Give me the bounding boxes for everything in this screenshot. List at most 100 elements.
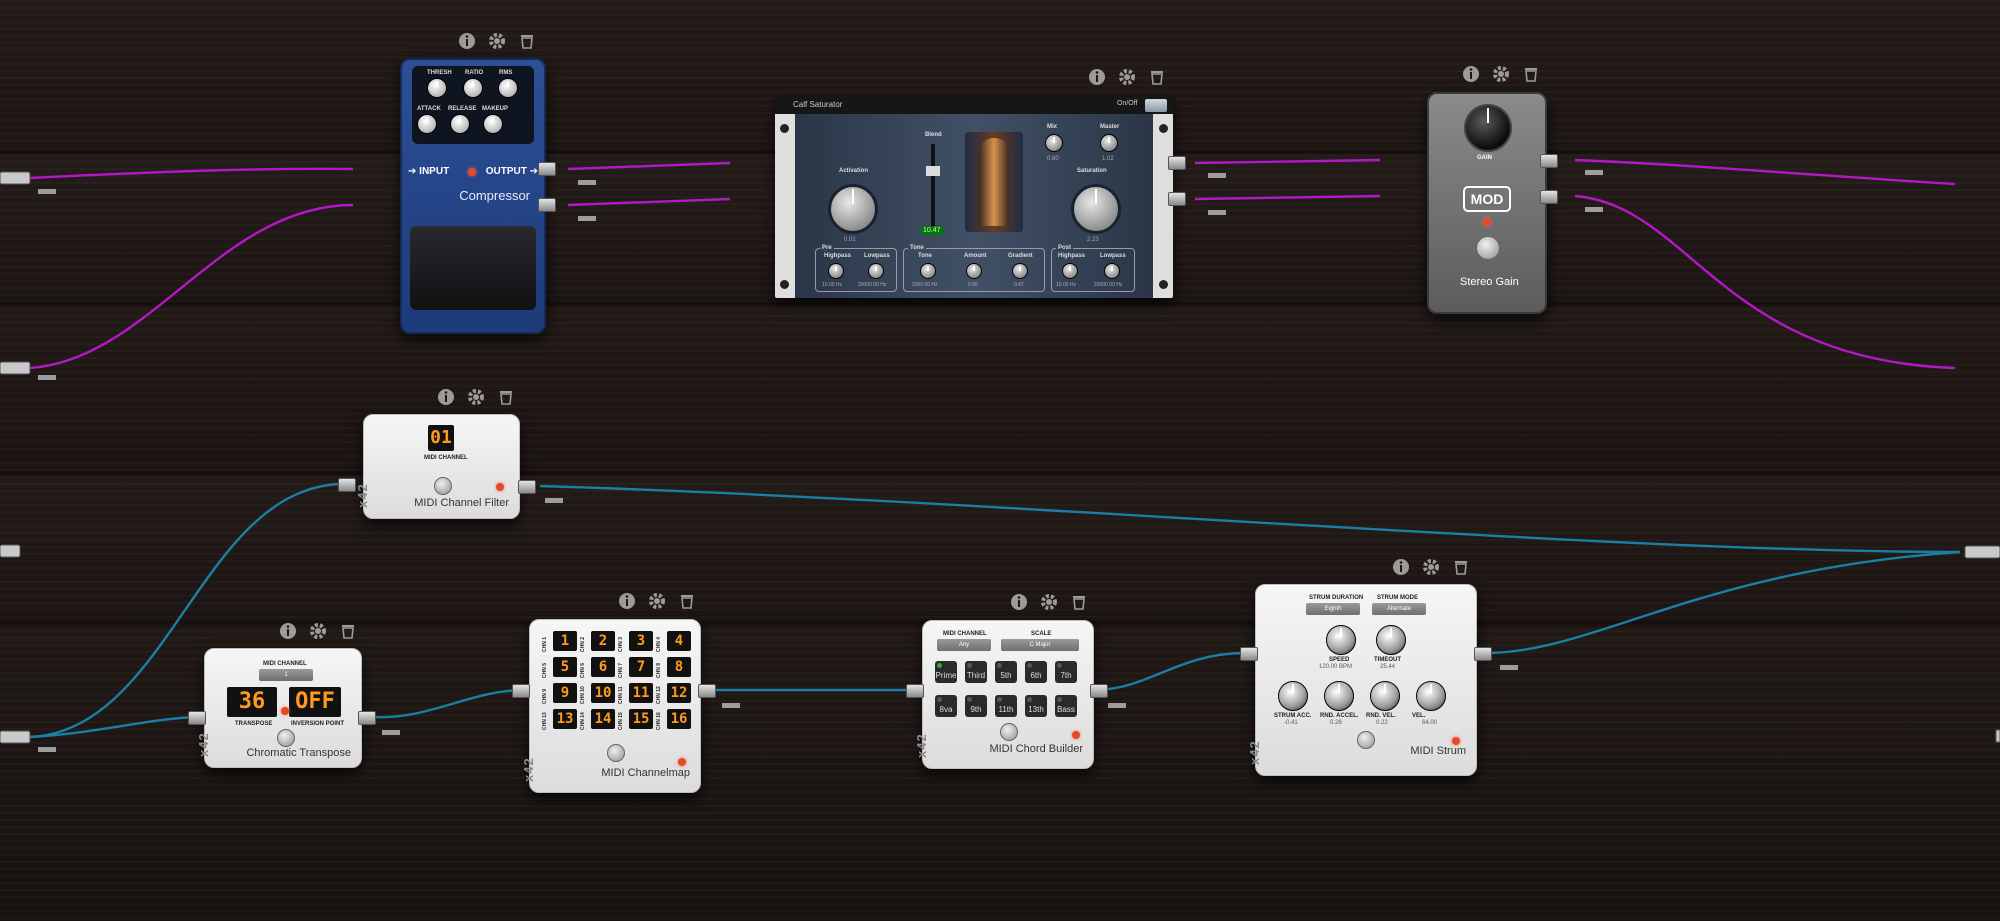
chord-interval-button[interactable]: 7th xyxy=(1055,661,1077,683)
strum-param-knob[interactable] xyxy=(1370,681,1400,711)
activation-knob[interactable] xyxy=(828,184,878,234)
trash-icon[interactable] xyxy=(1450,556,1472,578)
midi-jack[interactable] xyxy=(512,684,530,698)
settings-icon[interactable] xyxy=(1420,556,1442,578)
channel-value-display[interactable]: 13 xyxy=(553,709,577,729)
trash-icon[interactable] xyxy=(1146,66,1168,88)
chord-interval-button[interactable]: 13th xyxy=(1025,695,1047,717)
settings-icon[interactable] xyxy=(646,590,668,612)
makeup-knob[interactable] xyxy=(483,114,503,134)
audio-jack[interactable] xyxy=(1168,156,1186,170)
amount-knob[interactable] xyxy=(966,263,982,279)
midi-jack[interactable] xyxy=(358,711,376,725)
stereo-gain-pedal[interactable]: GAIN MOD Stereo Gain xyxy=(1427,92,1547,314)
trash-icon[interactable] xyxy=(1520,63,1542,85)
trash-icon[interactable] xyxy=(337,620,359,642)
channel-select[interactable]: 1 xyxy=(259,669,313,681)
settings-icon[interactable] xyxy=(1490,63,1512,85)
chord-interval-button[interactable]: 9th xyxy=(965,695,987,717)
onoff-switch[interactable] xyxy=(1145,99,1167,112)
info-icon[interactable] xyxy=(456,30,478,52)
compressor-pedal[interactable]: THRESH RATIO RMS ATTACK RELEASE MAKEUP ➔… xyxy=(400,58,546,334)
timeout-knob[interactable] xyxy=(1376,625,1406,655)
trash-icon[interactable] xyxy=(495,386,517,408)
chord-interval-button[interactable]: 6th xyxy=(1025,661,1047,683)
info-icon[interactable] xyxy=(616,590,638,612)
midi-jack[interactable] xyxy=(518,480,536,494)
settings-icon[interactable] xyxy=(1038,591,1060,613)
settings-icon[interactable] xyxy=(465,386,487,408)
audio-jack[interactable] xyxy=(1540,190,1558,204)
mode-select[interactable]: Alternate xyxy=(1372,603,1426,615)
post-lowpass-knob[interactable] xyxy=(1104,263,1120,279)
midi-jack[interactable] xyxy=(906,684,924,698)
info-icon[interactable] xyxy=(277,620,299,642)
footswitch[interactable] xyxy=(1000,723,1018,741)
saturator-plugin[interactable]: Calf Saturator On/Off Activation 0.01 Bl… xyxy=(775,96,1173,298)
midi-jack[interactable] xyxy=(1090,684,1108,698)
scale-select[interactable]: C Major xyxy=(1001,639,1079,651)
channel-value-display[interactable]: 9 xyxy=(553,683,577,703)
info-icon[interactable] xyxy=(1390,556,1412,578)
chord-interval-button[interactable]: Third xyxy=(965,661,987,683)
strum-param-knob[interactable] xyxy=(1324,681,1354,711)
info-icon[interactable] xyxy=(1008,591,1030,613)
channel-value-display[interactable]: 12 xyxy=(667,683,691,703)
footswitch[interactable] xyxy=(434,477,452,495)
chord-interval-button[interactable]: 11th xyxy=(995,695,1017,717)
transpose-display[interactable]: 36 xyxy=(227,687,277,717)
settings-icon[interactable] xyxy=(486,30,508,52)
release-knob[interactable] xyxy=(450,114,470,134)
post-highpass-knob[interactable] xyxy=(1062,263,1078,279)
trash-icon[interactable] xyxy=(676,590,698,612)
blend-slider[interactable] xyxy=(926,144,940,226)
ratio-knob[interactable] xyxy=(463,78,483,98)
footswitch[interactable] xyxy=(277,729,295,747)
channel-display[interactable]: 01 xyxy=(428,425,454,451)
footswitch[interactable]: INVADA xyxy=(410,226,536,310)
info-icon[interactable] xyxy=(1086,66,1108,88)
channel-value-display[interactable]: 16 xyxy=(667,709,691,729)
footswitch[interactable] xyxy=(1476,236,1500,260)
strum-param-knob[interactable] xyxy=(1416,681,1446,711)
midi-jack[interactable] xyxy=(1474,647,1492,661)
audio-jack[interactable] xyxy=(538,198,556,212)
strum-param-knob[interactable] xyxy=(1278,681,1308,711)
channel-value-display[interactable]: 5 xyxy=(553,657,577,677)
channel-value-display[interactable]: 14 xyxy=(591,709,615,729)
channel-value-display[interactable]: 15 xyxy=(629,709,653,729)
channel-filter-pedal[interactable]: 01 MIDI CHANNEL x42 MIDI Channel Filter xyxy=(355,414,520,519)
chord-pedal[interactable]: MIDI CHANNEL Any SCALE C Major x42 MIDI … xyxy=(914,620,1094,769)
channel-value-display[interactable]: 11 xyxy=(629,683,653,703)
attack-knob[interactable] xyxy=(417,114,437,134)
midi-jack[interactable] xyxy=(338,478,356,492)
duration-select[interactable]: Eighth xyxy=(1306,603,1360,615)
audio-jack[interactable] xyxy=(1168,192,1186,206)
mix-knob[interactable] xyxy=(1045,134,1063,152)
audio-jack[interactable] xyxy=(1540,154,1558,168)
info-icon[interactable] xyxy=(1460,63,1482,85)
chord-interval-button[interactable]: 8va xyxy=(935,695,957,717)
gradient-knob[interactable] xyxy=(1012,263,1028,279)
channel-value-display[interactable]: 10 xyxy=(591,683,615,703)
speed-knob[interactable] xyxy=(1326,625,1356,655)
midi-jack[interactable] xyxy=(698,684,716,698)
channel-value-display[interactable]: 8 xyxy=(667,657,691,677)
channel-value-display[interactable]: 3 xyxy=(629,631,653,651)
channel-value-display[interactable]: 6 xyxy=(591,657,615,677)
footswitch[interactable] xyxy=(607,744,625,762)
inversion-display[interactable]: OFF xyxy=(289,687,341,717)
chord-interval-button[interactable]: Prime xyxy=(935,661,957,683)
